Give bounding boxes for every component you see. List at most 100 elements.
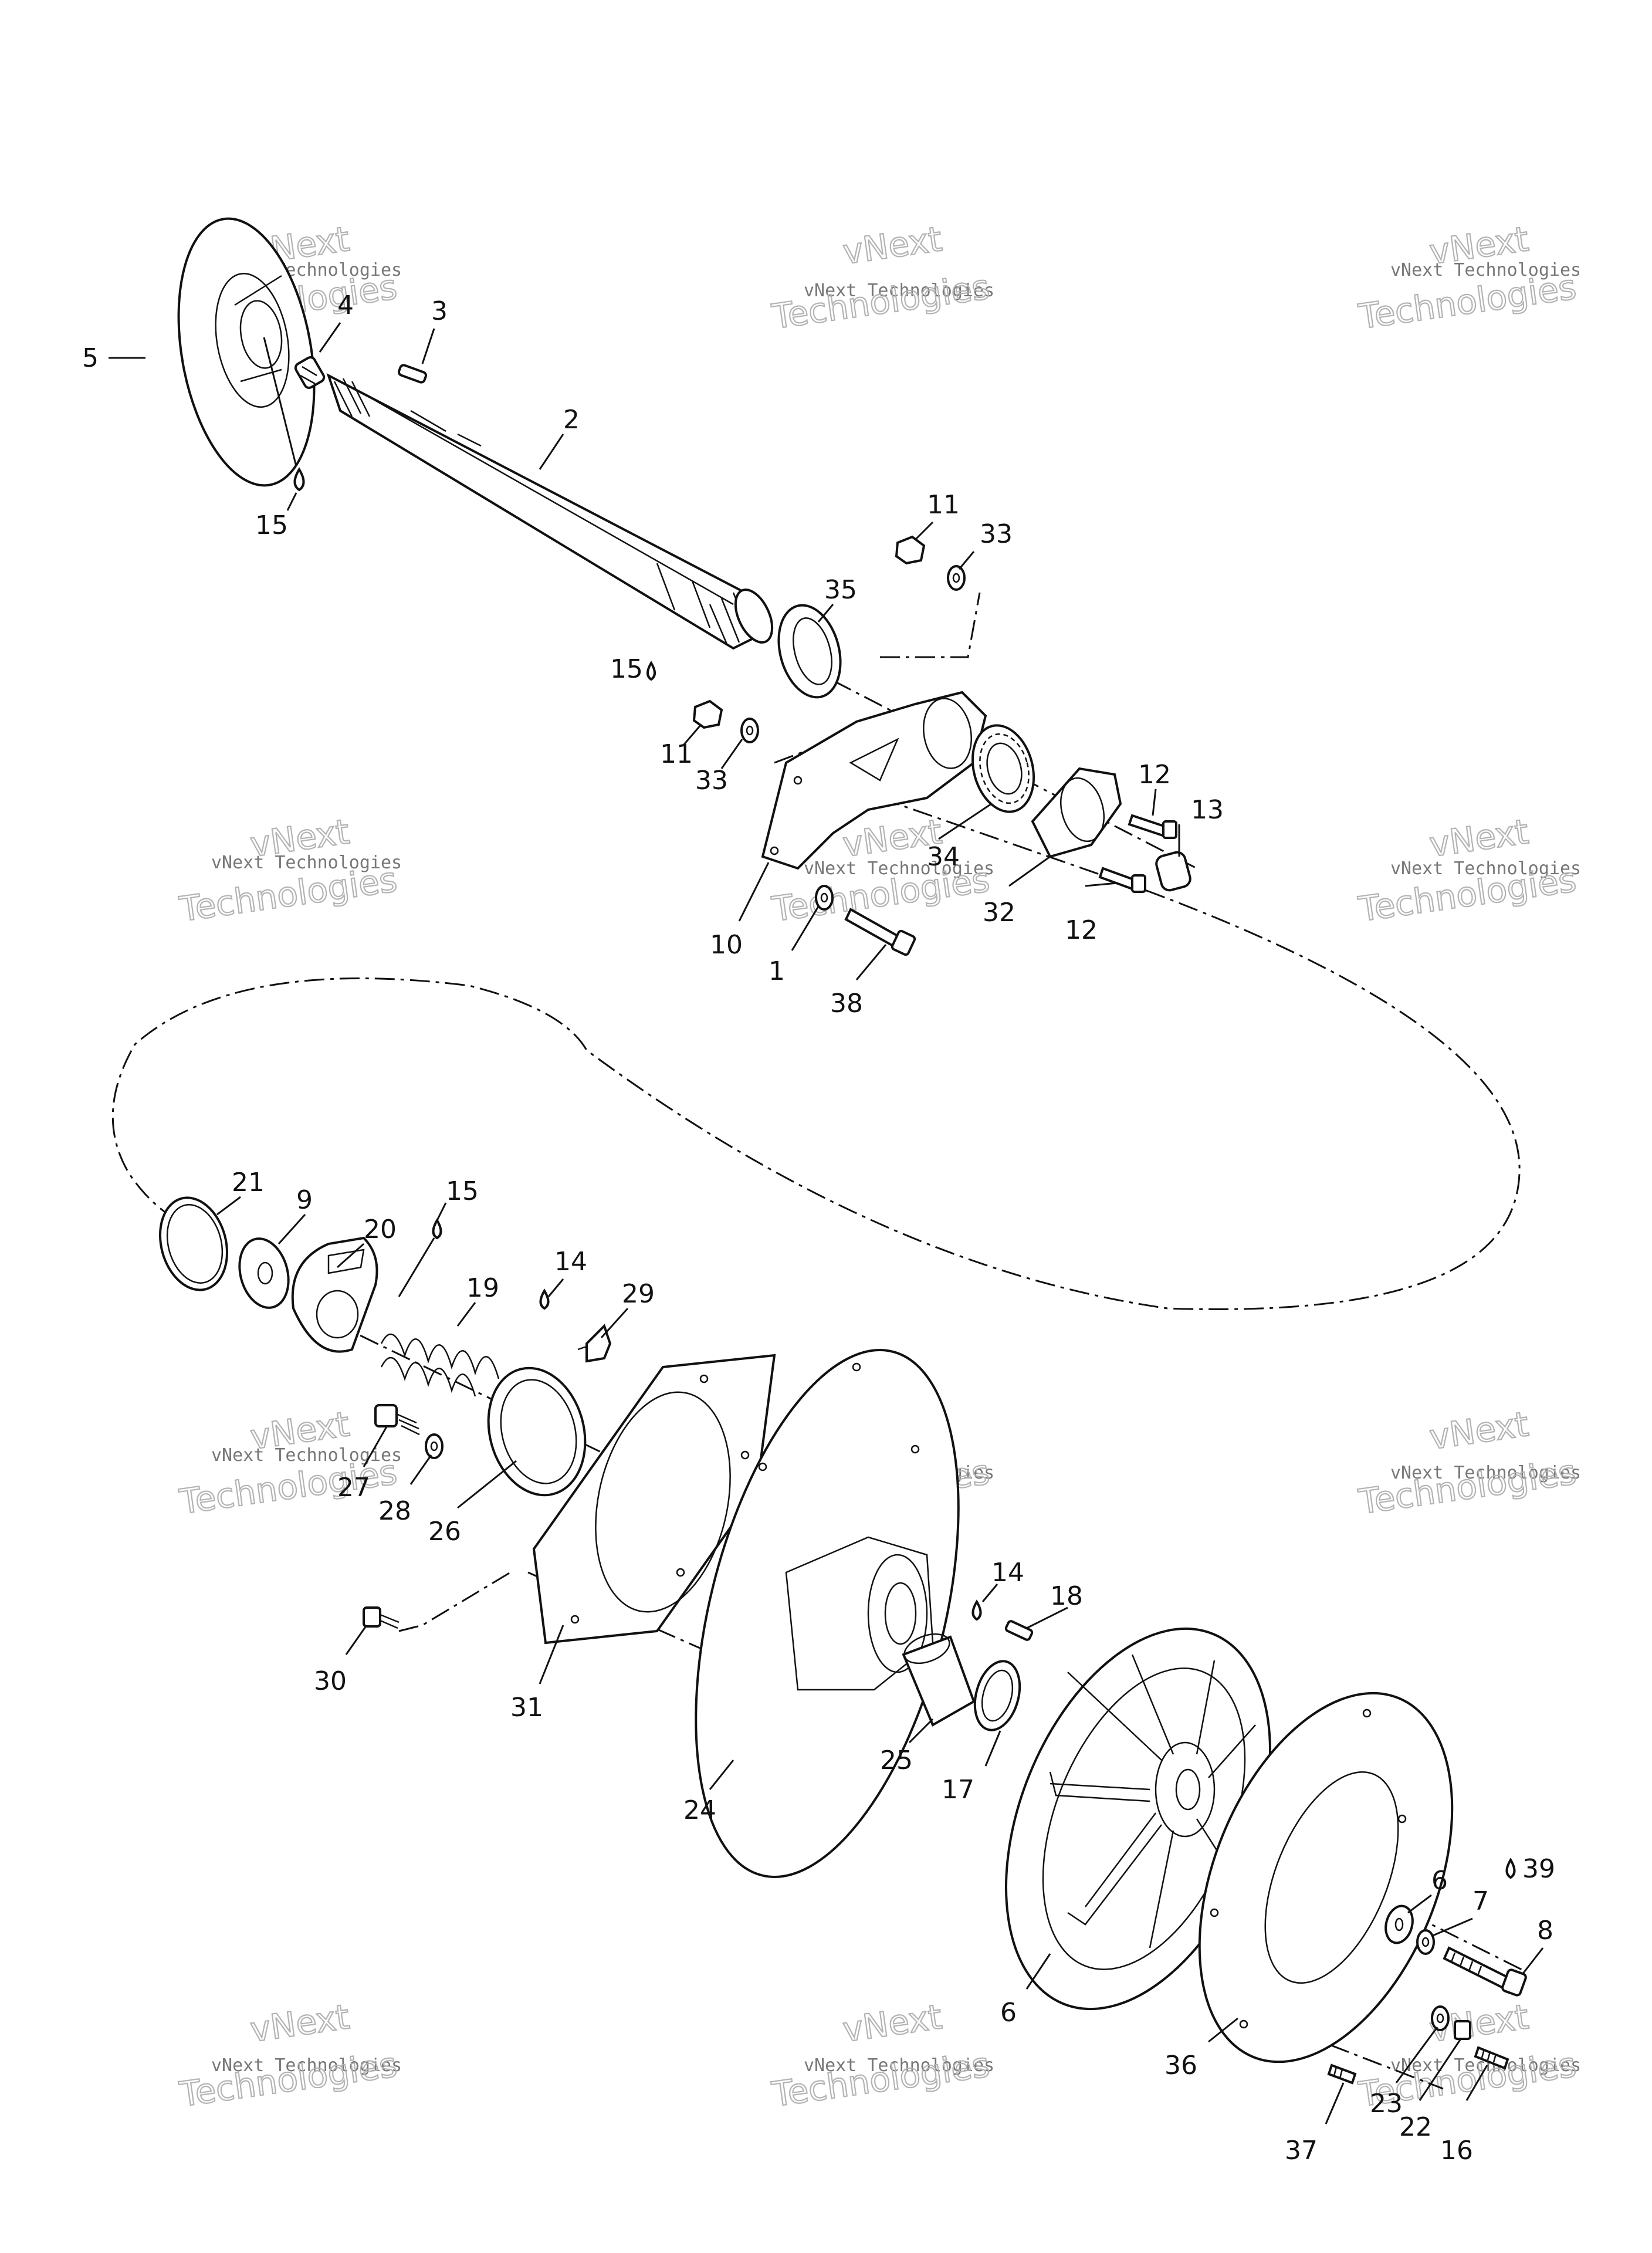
flange-part-32 [1031, 767, 1122, 858]
washer-part-9 [238, 1237, 290, 1309]
callout-16: 16 [1440, 2136, 1473, 2166]
washer-part-28 [425, 1433, 444, 1459]
screw-axis-line [398, 1571, 511, 1632]
svg-text:vNext Technologies: vNext Technologies [804, 2055, 994, 2076]
callout-10: 10 [710, 930, 743, 960]
watermark-low-left: vNext Technologies vNext Technologies [176, 1403, 402, 1523]
callout-12-lower: 12 [1065, 915, 1098, 945]
watermark-top-right: vNext Technologies vNext Technologies [1355, 218, 1581, 337]
callout-14-lower: 14 [554, 1247, 587, 1277]
svg-text:Technologies: Technologies [769, 267, 991, 337]
key-part-3 [397, 364, 428, 384]
callout-17: 17 [942, 1775, 974, 1805]
callout-36: 36 [1164, 2051, 1197, 2081]
callout-15-upper: 15 [255, 510, 288, 540]
nut-part-22 [1454, 2020, 1471, 2040]
spline-sleeve-part-4 [294, 356, 326, 389]
svg-text:vNext Technologies: vNext Technologies [1390, 858, 1581, 879]
bolt-part-12-upper [1128, 814, 1177, 839]
watermark-top-center: vNext Technologies vNext Technologies [769, 218, 994, 337]
lower-axis-line-3 [1220, 1818, 1526, 1973]
svg-text:vNext Technologies: vNext Technologies [1390, 1463, 1581, 1483]
leader-lines [109, 322, 1544, 2125]
callout-1: 1 [769, 956, 785, 986]
callout-33-upper: 33 [980, 519, 1013, 549]
screw-part-30 [363, 1606, 400, 1629]
callout-37: 37 [1285, 2136, 1318, 2166]
callout-38: 38 [830, 989, 863, 1019]
watermark-mid-right: vNext Technologies vNext Technologies [1355, 811, 1581, 930]
callout-27: 27 [337, 1473, 370, 1503]
callout-18: 18 [1050, 1581, 1083, 1611]
upper-axis-line-2 [880, 592, 981, 658]
callout-33-lower: 33 [695, 766, 728, 796]
washer-part-1 [815, 885, 834, 911]
slider-block-part-29 [577, 1324, 612, 1363]
callout-34: 34 [927, 842, 960, 872]
watermark-bottom-right: vNext Technologies vNext Technologies [1355, 1996, 1581, 2115]
callout-15-lower: 15 [446, 1176, 479, 1206]
callout-4: 4 [337, 290, 354, 320]
washer-part-6-small [1384, 1904, 1414, 1944]
bracket-plate-part-10 [761, 691, 987, 870]
watermark-bottom-center: vNext Technologies vNext Technologies [769, 1996, 994, 2115]
svg-text:vNext: vNext [840, 1997, 944, 2050]
callout-20: 20 [364, 1215, 397, 1244]
callout-35: 35 [824, 575, 857, 605]
nut-part-11-upper [895, 535, 926, 565]
ring-part-17 [973, 1660, 1021, 1731]
bushing-part-13 [1155, 851, 1191, 892]
cam-part-20 [291, 1236, 378, 1353]
disc-part-5 [177, 217, 316, 487]
callout-26: 26 [428, 1517, 461, 1547]
callout-3: 3 [431, 296, 448, 326]
watermark-mid-left: vNext Technologies vNext Technologies [176, 811, 402, 930]
svg-text:vNext: vNext [248, 1997, 351, 2050]
callout-21: 21 [232, 1168, 265, 1197]
svg-text:vNext Technologies: vNext Technologies [211, 853, 402, 873]
callout-8: 8 [1537, 1916, 1553, 1946]
callout-7: 7 [1472, 1886, 1489, 1916]
grease-drop-icon-upper [293, 467, 305, 492]
callout-11-lower: 11 [660, 739, 693, 769]
callout-9: 9 [296, 1185, 313, 1215]
screw-part-37 [1327, 2063, 1357, 2085]
circlip-part-21 [158, 1196, 229, 1291]
washer-part-7 [1416, 1929, 1435, 1955]
svg-text:vNext Technologies: vNext Technologies [211, 2055, 402, 2076]
screw-part-27 [374, 1404, 420, 1436]
washer-part-33-lower [740, 718, 759, 743]
callout-11-upper: 11 [927, 490, 960, 520]
callout-6-washer: 6 [1431, 1866, 1448, 1896]
callout-12-upper: 12 [1138, 760, 1171, 790]
assembly-loop-line [111, 797, 1521, 1310]
washer-part-33-upper [947, 565, 966, 591]
callout-28: 28 [378, 1496, 411, 1526]
watermark-low-right: vNext Technologies vNext Technologies [1355, 1403, 1581, 1523]
key-part-18 [1004, 1620, 1034, 1641]
screw-part-16 [1474, 2046, 1509, 2070]
grease-drop-icon-39 [1505, 1858, 1516, 1879]
bolt-part-38 [844, 908, 916, 956]
callout-29: 29 [622, 1279, 655, 1309]
callout-23: 23 [1370, 2089, 1403, 2119]
svg-text:vNext: vNext [1427, 811, 1531, 865]
shaft-part-2 [326, 373, 774, 650]
callout-19: 19 [466, 1273, 499, 1303]
grease-drop-icon-lower-14 [539, 1288, 550, 1310]
bolt-part-12-lower [1098, 867, 1146, 893]
callout-39: 39 [1522, 1854, 1555, 1884]
svg-text:vNext Technologies: vNext Technologies [804, 858, 994, 879]
watermark-bottom-left: vNext Technologies vNext Technologies [176, 1996, 402, 2115]
callout-30: 30 [314, 1666, 347, 1696]
svg-text:vNext: vNext [840, 219, 944, 272]
nut-part-11-lower [692, 699, 723, 729]
seal-ring-part-35 [777, 604, 842, 699]
callout-24: 24 [683, 1795, 716, 1825]
callout-2: 2 [563, 405, 580, 435]
svg-text:vNext Technologies: vNext Technologies [804, 280, 994, 301]
callout-22: 22 [1399, 2112, 1432, 2142]
plate-part-36 [1198, 1692, 1454, 2063]
washer-part-23 [1431, 2005, 1450, 2031]
grease-drop-icon-lower-14b [971, 1599, 982, 1621]
